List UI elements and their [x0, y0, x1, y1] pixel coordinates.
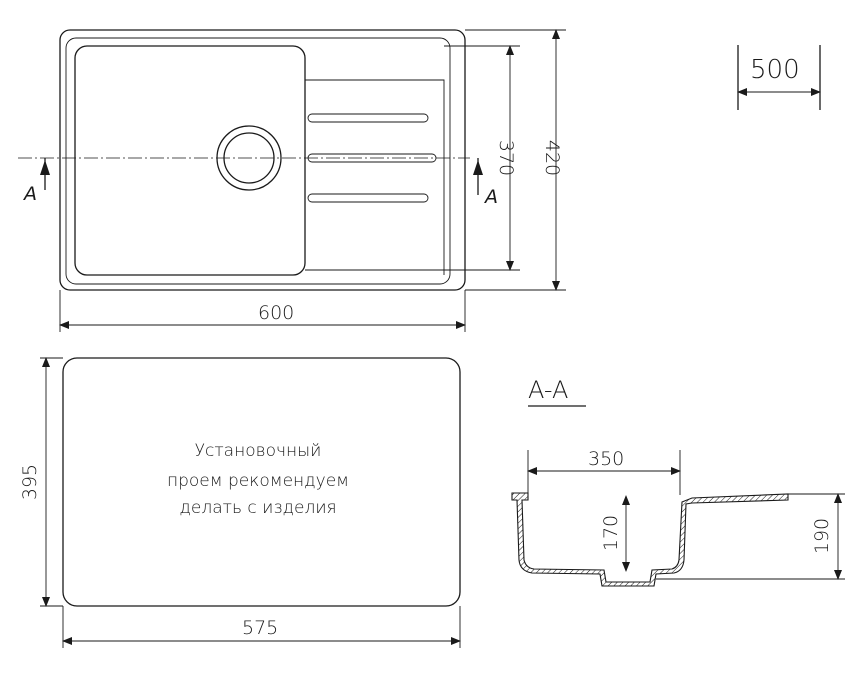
sink-rim-outline — [65, 37, 451, 285]
drainboard-outline — [305, 79, 445, 275]
bowl-outline — [74, 45, 306, 276]
section-mark-left-label: A — [22, 183, 37, 205]
sink-outer-outline — [59, 29, 466, 291]
dim-190-label: 190 — [811, 518, 833, 554]
section-mark-right-label: A — [483, 186, 498, 208]
drain-groove-top — [307, 113, 429, 123]
cabinet-size-badge: 500 — [737, 45, 821, 110]
plan-view: A A 600 370 420 — [18, 29, 566, 332]
dim-420-label: 420 — [541, 140, 563, 176]
cutout-note-line-3: делать с изделия — [179, 498, 336, 518]
section-title: A-A — [528, 376, 568, 404]
dim-350-label: 350 — [588, 448, 624, 470]
dim-370-label: 370 — [495, 140, 517, 176]
drain-groove-bottom — [307, 193, 429, 203]
cutout-note-line-2: проем рекомендуем — [167, 471, 349, 491]
section-view: A-A 350 170 190 — [511, 376, 845, 587]
dim-170-label: 170 — [600, 515, 622, 551]
cutout-view: Установочный проем рекомендуем делать с … — [19, 357, 461, 648]
section-mark-left-arrow — [40, 160, 50, 175]
dim-600-label: 600 — [258, 302, 294, 324]
sink-section-profile — [511, 492, 789, 587]
dim-395-label: 395 — [19, 464, 41, 500]
badge-label: 500 — [750, 55, 800, 85]
cutout-note-line-1: Установочный — [195, 441, 322, 461]
dim-575-label: 575 — [242, 617, 278, 639]
cutout-outline — [62, 357, 461, 607]
section-mark-right-arrow — [473, 160, 483, 175]
